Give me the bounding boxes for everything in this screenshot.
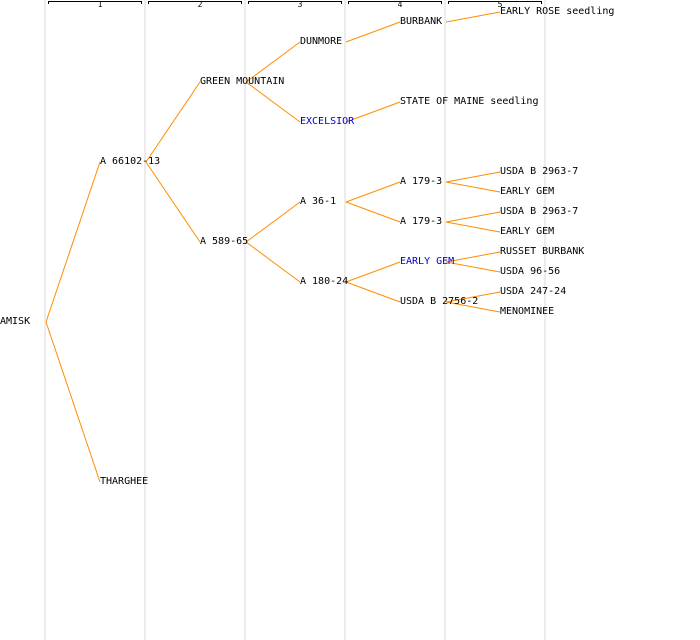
pedigree-node[interactable]: EXCELSIOR — [300, 116, 355, 127]
pedigree-node[interactable]: RUSSET BURBANK — [500, 246, 585, 257]
pedigree-link — [245, 201, 301, 243]
pedigree-link — [445, 221, 501, 233]
pedigree-node[interactable]: A 589-65 — [200, 236, 249, 247]
pedigree-node[interactable]: MENOMINEE — [500, 306, 555, 317]
pedigree-link — [445, 291, 501, 303]
pedigree-link — [345, 101, 401, 123]
pedigree-link — [445, 181, 501, 193]
pedigree-node[interactable]: DUNMORE — [300, 36, 343, 47]
generation-separator — [44, 0, 46, 640]
generation-bracket — [448, 1, 542, 4]
generation-number: 5 — [497, 0, 503, 9]
pedigree-node[interactable]: EARLY GEM — [500, 186, 555, 197]
pedigree-link — [245, 81, 301, 123]
pedigree-node[interactable]: STATE OF MAINE seedling — [400, 96, 539, 107]
generation-separator — [444, 0, 446, 640]
pedigree-node[interactable]: BURBANK — [400, 16, 443, 27]
pedigree-link — [345, 21, 401, 43]
pedigree-link — [245, 41, 301, 83]
generation-separator — [144, 0, 146, 640]
generation-bracket — [148, 1, 242, 4]
pedigree-node[interactable]: A 179-3 — [400, 176, 443, 187]
pedigree-link — [445, 171, 501, 183]
pedigree-link — [445, 251, 501, 263]
generation-number: 3 — [297, 0, 303, 9]
pedigree-node[interactable]: USDA B 2963-7 — [500, 166, 579, 177]
pedigree-link — [345, 181, 401, 203]
generation-bracket — [248, 1, 342, 4]
pedigree-link — [145, 161, 201, 243]
pedigree-node[interactable]: USDA B 2756-2 — [400, 296, 479, 307]
generation-number: 4 — [397, 0, 403, 9]
generation-separator — [244, 0, 246, 640]
pedigree-node[interactable]: A 66102-13 — [100, 156, 161, 167]
pedigree-link — [445, 11, 501, 23]
pedigree-node[interactable]: GREEN MOUNTAIN — [200, 76, 285, 87]
pedigree-node[interactable]: A 179-3 — [400, 216, 443, 227]
pedigree-node[interactable]: A 36-1 — [300, 196, 337, 207]
pedigree-link — [345, 281, 401, 303]
generation-number: 2 — [197, 0, 203, 9]
pedigree-node[interactable]: THARGHEE — [100, 476, 149, 487]
generation-separator — [344, 0, 346, 640]
pedigree-link — [445, 211, 501, 223]
pedigree-node[interactable]: A 180-24 — [300, 276, 349, 287]
generation-separator — [544, 0, 546, 640]
pedigree-link — [45, 321, 101, 483]
pedigree-link — [445, 301, 501, 313]
pedigree-node[interactable]: EARLY ROSE seedling — [500, 6, 615, 17]
pedigree-link — [345, 201, 401, 223]
pedigree-node[interactable]: USDA B 2963-7 — [500, 206, 579, 217]
pedigree-link — [145, 81, 201, 163]
pedigree-node[interactable]: USDA 247-24 — [500, 286, 567, 297]
pedigree-link — [45, 161, 101, 323]
pedigree-node[interactable]: EARLY GEM — [400, 256, 455, 267]
pedigree-link — [445, 261, 501, 273]
generation-bracket — [348, 1, 442, 4]
pedigree-node[interactable]: USDA 96-56 — [500, 266, 561, 277]
pedigree-link — [245, 241, 301, 283]
pedigree-node[interactable]: EARLY GEM — [500, 226, 555, 237]
generation-number: 1 — [97, 0, 103, 9]
generation-bracket — [48, 1, 142, 4]
pedigree-link — [345, 261, 401, 283]
pedigree-node[interactable]: AMISK — [0, 316, 31, 327]
